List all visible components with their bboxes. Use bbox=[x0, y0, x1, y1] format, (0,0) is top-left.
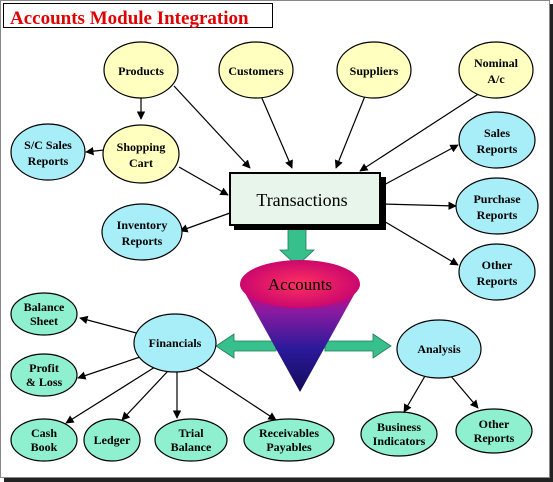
sc-sales-label-2: Reports bbox=[28, 154, 69, 168]
purchase-reports-label-2: Reports bbox=[477, 208, 518, 222]
inventory-label-2: Reports bbox=[122, 234, 163, 248]
edge-transactions-inventory bbox=[179, 212, 231, 233]
ledger-node[interactable]: Ledger bbox=[83, 418, 141, 462]
edge-transactions-sales bbox=[381, 144, 459, 187]
green-arrows bbox=[215, 225, 392, 359]
purchase-reports-label-1: Purchase bbox=[473, 192, 521, 206]
edge-customers-transactions bbox=[260, 95, 293, 169]
page-shadow-right bbox=[550, 4, 553, 482]
balance-sheet-label-2: Sheet bbox=[30, 314, 58, 328]
financials-node[interactable]: Financials bbox=[133, 313, 217, 373]
transactions-label: Transactions bbox=[256, 190, 347, 210]
business-indicators-label-2: Indicators bbox=[373, 434, 426, 448]
edge-nominal-transactions bbox=[359, 92, 481, 172]
title-box: Accounts Module Integration bbox=[3, 3, 273, 29]
suppliers-node[interactable]: Suppliers bbox=[336, 41, 412, 99]
customers-node[interactable]: Customers bbox=[218, 41, 294, 99]
edge-transactions-other bbox=[381, 219, 459, 266]
cash-book-label-1: Cash bbox=[31, 426, 57, 440]
other-reports-bottom-node[interactable]: Other Reports bbox=[455, 408, 533, 454]
accounts-cone: Accounts bbox=[240, 260, 360, 392]
connectors bbox=[65, 85, 481, 424]
sales-reports-label-2: Reports bbox=[477, 142, 518, 156]
edge-fin-profit bbox=[77, 355, 144, 380]
other-reports-top-label-2: Reports bbox=[477, 274, 518, 288]
page-title: Accounts Module Integration bbox=[10, 8, 249, 29]
edge-analysis-other bbox=[449, 374, 479, 409]
balance-sheet-label-1: Balance bbox=[24, 300, 65, 314]
cash-book-node[interactable]: Cash Book bbox=[10, 418, 78, 462]
arrow-accounts-analysis bbox=[324, 333, 392, 359]
trial-balance-node[interactable]: Trial Balance bbox=[154, 418, 228, 462]
profit-loss-node[interactable]: Profit & Loss bbox=[10, 353, 78, 397]
inventory-label-1: Inventory bbox=[117, 218, 168, 232]
products-node[interactable]: Products bbox=[103, 41, 179, 99]
edge-cart-transactions bbox=[178, 166, 229, 196]
transactions-node[interactable]: Transactions bbox=[229, 172, 386, 230]
customers-label: Customers bbox=[228, 64, 284, 78]
edge-analysis-business bbox=[403, 375, 426, 413]
receivables-label-1: Receivables bbox=[259, 426, 319, 440]
edge-transactions-purchase bbox=[381, 201, 457, 210]
sc-sales-node[interactable]: S/C Sales Reports bbox=[10, 123, 86, 181]
trial-balance-label-1: Trial bbox=[178, 426, 204, 440]
edge-fin-cash bbox=[65, 366, 156, 424]
accounts-label: Accounts bbox=[268, 275, 332, 294]
nominal-label-1: Nominal bbox=[474, 56, 519, 70]
other-reports-bottom-label-2: Reports bbox=[474, 431, 515, 445]
ledger-label: Ledger bbox=[94, 433, 131, 447]
other-reports-top-node[interactable]: Other Reports bbox=[458, 243, 536, 301]
products-label: Products bbox=[118, 64, 164, 78]
trial-balance-label-2: Balance bbox=[171, 440, 212, 454]
inventory-reports-node[interactable]: Inventory Reports bbox=[101, 203, 183, 261]
arrow-transactions-accounts bbox=[278, 225, 316, 267]
other-reports-bottom-label-1: Other bbox=[479, 417, 510, 431]
other-reports-top-label-1: Other bbox=[482, 258, 513, 272]
edge-suppliers-transactions bbox=[334, 95, 366, 169]
sc-sales-label-1: S/C Sales bbox=[24, 138, 72, 152]
balance-sheet-node[interactable]: Balance Sheet bbox=[10, 292, 78, 336]
analysis-node[interactable]: Analysis bbox=[396, 319, 482, 379]
business-indicators-node[interactable]: Business Indicators bbox=[360, 411, 438, 457]
shopping-cart-node[interactable]: Shopping Cart bbox=[102, 124, 180, 184]
edge-fin-receivables bbox=[193, 365, 277, 421]
arrow-accounts-financials bbox=[215, 333, 277, 359]
purchase-reports-node[interactable]: Purchase Reports bbox=[455, 177, 539, 235]
cone-top bbox=[240, 260, 360, 308]
shopping-cart-label-1: Shopping bbox=[117, 140, 166, 154]
nominal-node[interactable]: Nominal A/c bbox=[458, 41, 534, 99]
financials-label: Financials bbox=[149, 336, 202, 350]
edge-cart-scsales bbox=[85, 146, 105, 156]
cash-book-label-2: Book bbox=[31, 440, 58, 454]
profit-loss-label-2: & Loss bbox=[26, 375, 63, 389]
page-shadow-bottom bbox=[4, 478, 553, 482]
business-indicators-label-1: Business bbox=[377, 420, 421, 434]
edge-fin-ledger bbox=[121, 370, 169, 421]
sales-reports-label-1: Sales bbox=[484, 126, 510, 140]
profit-loss-label-1: Profit bbox=[29, 361, 59, 375]
suppliers-label: Suppliers bbox=[350, 64, 399, 78]
nominal-label-2: A/c bbox=[487, 72, 505, 86]
analysis-label: Analysis bbox=[417, 342, 461, 356]
edge-fin-balance bbox=[79, 315, 141, 335]
receivables-payables-node[interactable]: Receivables Payables bbox=[243, 418, 335, 462]
cone-body bbox=[240, 284, 360, 392]
sales-reports-node[interactable]: Sales Reports bbox=[458, 111, 536, 169]
shopping-cart-label-2: Cart bbox=[129, 156, 153, 170]
edge-products-transactions bbox=[173, 85, 251, 169]
receivables-label-2: Payables bbox=[266, 440, 312, 454]
